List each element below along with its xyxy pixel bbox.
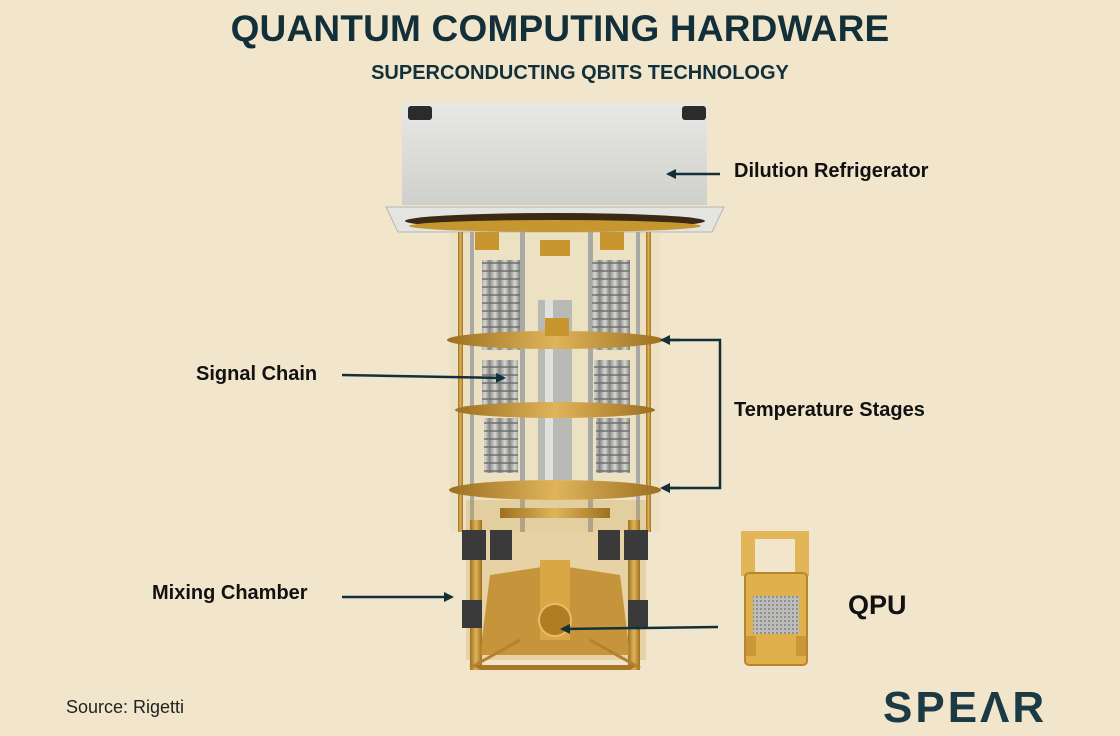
label-mixing-chamber: Mixing Chamber — [152, 582, 308, 604]
mixing-chamber-illustration — [462, 500, 648, 670]
label-temperature-stages: Temperature Stages — [734, 399, 925, 421]
dilution-refrigerator-illustration — [385, 103, 725, 233]
label-qpu: QPU — [848, 590, 907, 620]
signal-chain-arrow — [341, 372, 506, 383]
brand-logo: SPEΛR — [883, 683, 1048, 732]
qpu-arrow — [560, 623, 719, 634]
qpu-chip-illustration — [741, 531, 809, 666]
label-signal-chain: Signal Chain — [196, 363, 318, 385]
page-title: QUANTUM COMPUTING HARDWARE — [230, 8, 890, 49]
label-dilution-refrigerator: Dilution Refrigerator — [734, 160, 929, 182]
temperature-stages-bracket — [660, 335, 722, 493]
source-note: Source: Rigetti — [66, 697, 185, 717]
page-subtitle: SUPERCONDUCTING QBITS TECHNOLOGY — [371, 62, 789, 84]
cryostat-stages-illustration — [447, 232, 663, 532]
